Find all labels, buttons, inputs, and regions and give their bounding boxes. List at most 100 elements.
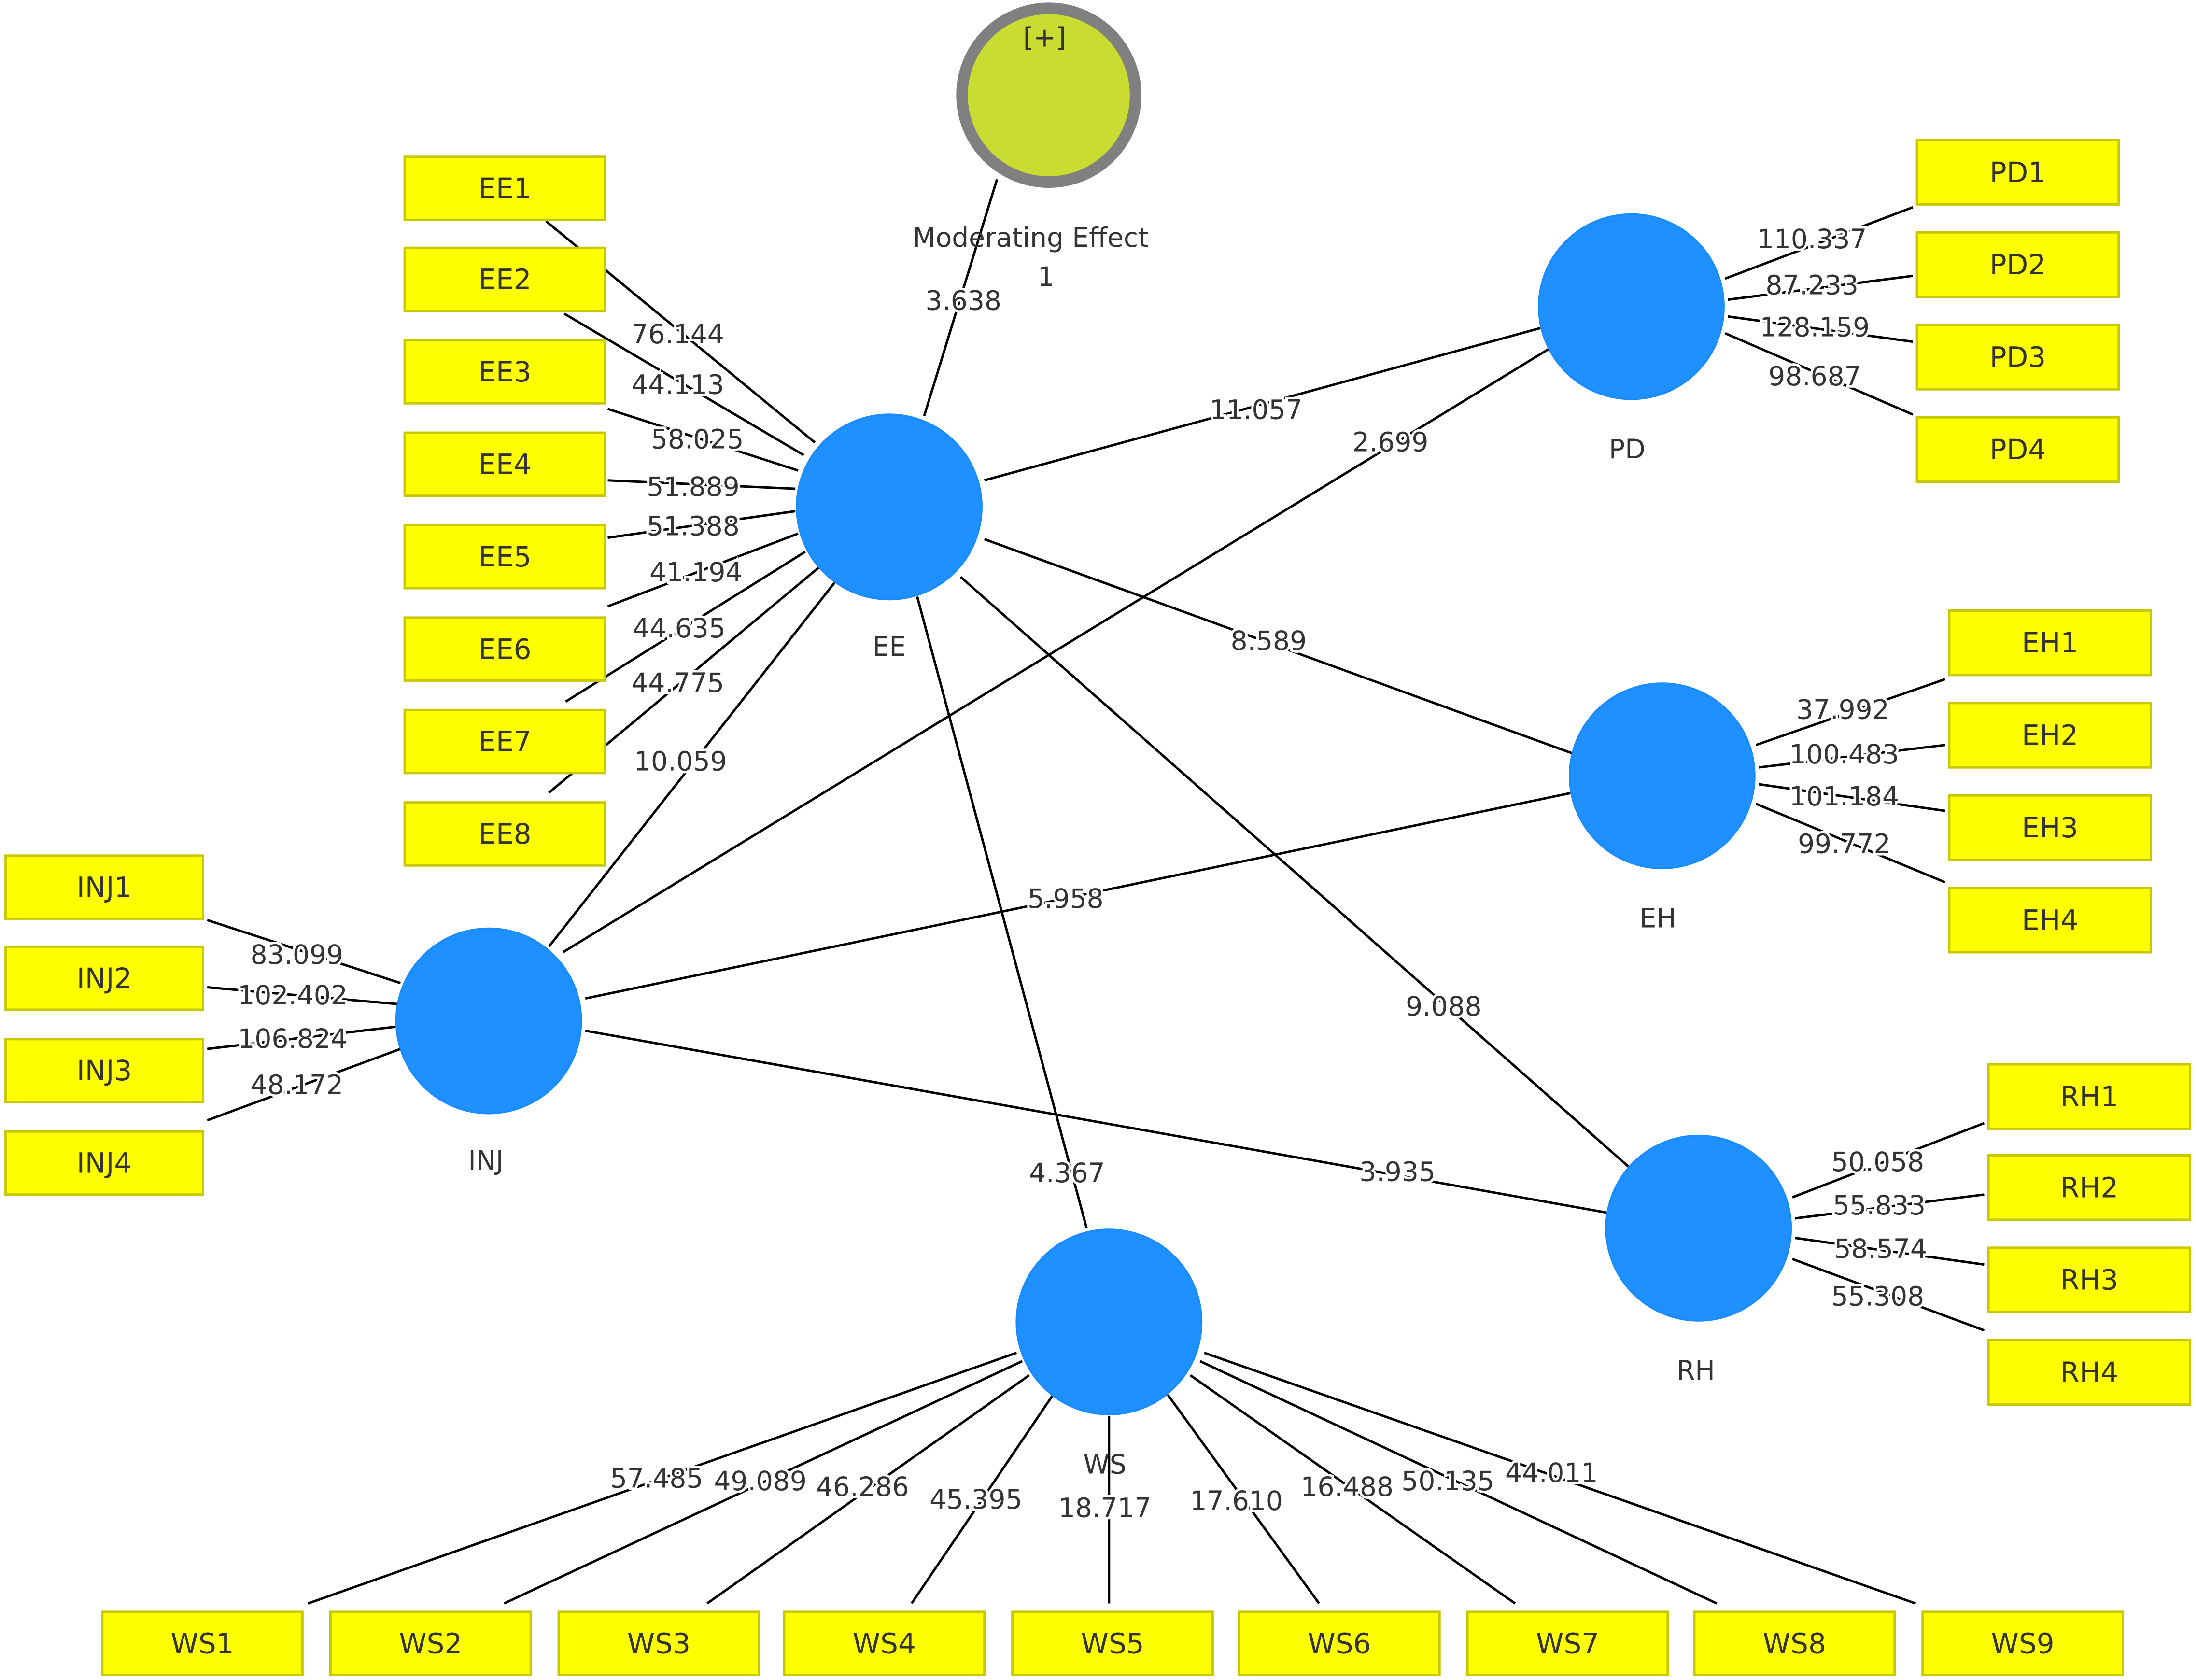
indicator-label: EE4 [478, 448, 531, 480]
indicator-ws7[interactable]: WS7 [1466, 1610, 1669, 1676]
indicator-ee2[interactable]: EE2 [403, 246, 606, 312]
loading-value-pd2: 87.233 [1765, 270, 1858, 301]
indicator-ee8[interactable]: EE8 [403, 801, 606, 867]
indicator-eh2[interactable]: EH2 [1948, 702, 2152, 769]
indicator-ee5[interactable]: EE5 [403, 524, 606, 590]
indicator-label: INJ3 [77, 1054, 132, 1087]
loading-value-ee3: 58.025 [651, 424, 744, 455]
indicator-box [1948, 794, 2152, 861]
indicator-ws2[interactable]: WS2 [329, 1610, 532, 1676]
indicator-ws6[interactable]: WS6 [1238, 1610, 1441, 1676]
indicator-ws1[interactable]: WS1 [101, 1610, 304, 1676]
indicator-inj2[interactable]: INJ2 [4, 945, 204, 1011]
path-arrow-ws-to-ee [916, 596, 1088, 1228]
loading-arrow-ws3 [706, 1374, 1030, 1605]
latent-eh[interactable]: EH [1568, 682, 1756, 933]
loading-arrow-rh4 [1792, 1257, 1985, 1332]
indicator-label: RH4 [2060, 1356, 2118, 1389]
loading-arrow-inj4 [207, 1047, 401, 1122]
path-arrow-moderatingeffect1-to-ee [923, 179, 999, 417]
indicator-label: WS9 [1991, 1627, 2055, 1660]
indicator-label: EH4 [2022, 904, 2078, 936]
latent-circle [1015, 1228, 1203, 1416]
indicator-box [1921, 1610, 2124, 1676]
indicator-ee3[interactable]: EE3 [403, 339, 606, 405]
indicator-box [1987, 1154, 2192, 1221]
indicator-label: EE6 [478, 633, 531, 665]
loading-arrow-inj2 [207, 986, 398, 1005]
indicator-ee6[interactable]: EE6 [403, 616, 606, 682]
indicator-ws5[interactable]: WS5 [1011, 1610, 1214, 1676]
indicator-eh1[interactable]: EH1 [1948, 609, 2152, 677]
indicator-label: EE7 [478, 725, 531, 758]
latent-inj[interactable]: INJ [395, 927, 582, 1176]
indicator-pd2[interactable]: PD2 [1915, 231, 2120, 298]
loading-arrow-ee5 [607, 510, 796, 539]
loading-arrow-pd3 [1728, 315, 1913, 343]
indicator-ee4[interactable]: EE4 [403, 431, 606, 497]
latent-ws[interactable]: WS [1015, 1228, 1203, 1480]
loading-value-ee4: 51.889 [647, 471, 739, 502]
indicator-ws4[interactable]: WS4 [783, 1610, 986, 1676]
latent-ee[interactable]: EE [796, 413, 983, 662]
loading-arrow-ws2 [503, 1360, 1023, 1605]
indicator-ws9[interactable]: WS9 [1921, 1610, 2124, 1676]
indicator-label: INJ1 [77, 871, 132, 904]
latent-pd[interactable]: PD [1538, 213, 1725, 465]
indicator-label: RH3 [2060, 1264, 2118, 1297]
path-value-moderatingeffect1-to-ee: 3.638 [925, 285, 1001, 316]
indicator-box [4, 1130, 204, 1196]
indicator-rh4[interactable]: RH4 [1987, 1339, 2192, 1406]
indicator-label: PD4 [1990, 433, 2046, 466]
indicator-eh4[interactable]: EH4 [1948, 887, 2152, 954]
loading-arrow-inj1 [207, 918, 401, 985]
indicator-ee7[interactable]: EE7 [403, 708, 606, 775]
indicator-label: PD2 [1990, 248, 2046, 281]
indicator-pd3[interactable]: PD3 [1915, 324, 2120, 391]
indicator-label: WS2 [399, 1627, 462, 1660]
indicator-ws3[interactable]: WS3 [557, 1610, 760, 1676]
loading-arrow-ws4 [910, 1394, 1054, 1604]
moderating-effect-node[interactable]: [+] [956, 2, 1141, 188]
indicator-ws8[interactable]: WS8 [1693, 1610, 1896, 1676]
latent-circle [796, 413, 983, 601]
indicator-box [557, 1610, 760, 1676]
loading-arrow-ee2 [563, 312, 804, 456]
loading-arrow-ee3 [607, 408, 799, 472]
loading-value-inj1: 83.099 [251, 939, 343, 970]
indicator-box [403, 801, 606, 867]
indicator-label: EH1 [2022, 626, 2078, 659]
latent-rh[interactable]: RH [1605, 1134, 1792, 1386]
path-arrow-ee-to-pd [984, 326, 1542, 482]
indicator-box [1238, 1610, 1441, 1676]
indicator-label: INJ2 [77, 962, 132, 995]
latent-circle [1605, 1134, 1792, 1322]
latent-circle [1538, 213, 1725, 400]
indicator-box [1987, 1063, 2192, 1130]
latent-circle [395, 927, 582, 1115]
loading-value-rh1: 50.058 [1831, 1146, 1924, 1177]
indicator-ee1[interactable]: EE1 [403, 155, 606, 221]
indicator-rh3[interactable]: RH3 [1987, 1246, 2192, 1313]
indicator-box [1915, 139, 2120, 206]
loading-value-rh4: 55.308 [1831, 1281, 1924, 1312]
indicator-pd4[interactable]: PD4 [1915, 416, 2120, 483]
indicator-label: PD1 [1990, 156, 2046, 189]
loading-value-ee7: 44.635 [633, 613, 725, 644]
loading-value-ee6: 41.194 [649, 557, 742, 588]
indicator-rh1[interactable]: RH1 [1987, 1063, 2192, 1130]
latent-label: INJ [468, 1145, 504, 1176]
loading-value-ee2: 44.113 [631, 369, 724, 400]
indicator-box [783, 1610, 986, 1676]
indicator-pd1[interactable]: PD1 [1915, 139, 2120, 206]
indicator-eh3[interactable]: EH3 [1948, 794, 2152, 861]
indicator-inj3[interactable]: INJ3 [4, 1038, 204, 1103]
loading-value-inj3: 106.824 [238, 1023, 347, 1054]
expand-marker[interactable]: [+] [1023, 22, 1066, 53]
loading-arrow-pd1 [1724, 206, 1914, 280]
indicator-inj1[interactable]: INJ1 [4, 854, 204, 920]
indicator-box [403, 616, 606, 682]
indicator-label: INJ4 [77, 1147, 132, 1180]
indicator-inj4[interactable]: INJ4 [4, 1130, 204, 1196]
indicator-rh2[interactable]: RH2 [1987, 1154, 2192, 1221]
